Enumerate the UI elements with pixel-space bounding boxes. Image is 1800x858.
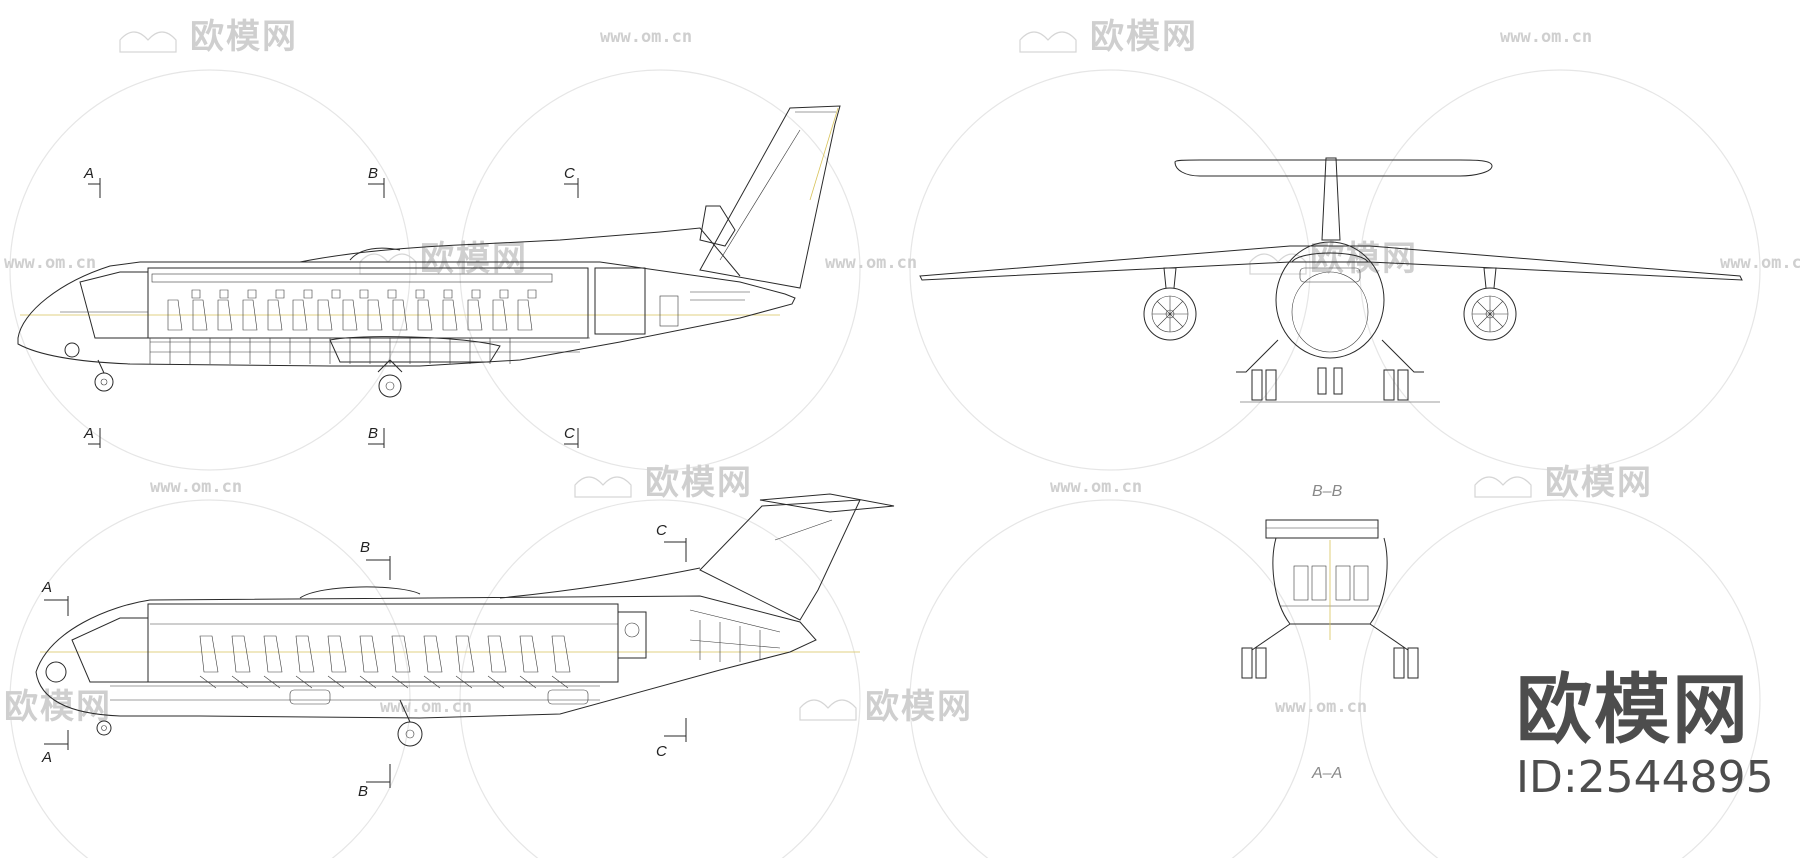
watermark-logo: 欧模网 — [4, 687, 112, 727]
nose-wheel — [96, 720, 112, 736]
watermark-brand: 欧模网 — [1545, 463, 1653, 503]
section-label-a: A — [83, 165, 94, 182]
watermark-brand: 欧模网 — [645, 463, 753, 503]
watermark-logo: 欧模网 — [119, 17, 298, 57]
section-bb-title: B–B — [1312, 483, 1343, 500]
section-marks: A B C A B C — [83, 165, 579, 448]
stamp-model-id: ID:2544895 — [1516, 752, 1774, 803]
main-wheel — [397, 721, 423, 747]
seat-row — [1293, 565, 1369, 601]
watermark-brand: 欧模网 — [420, 239, 528, 279]
nose-wheel — [94, 372, 114, 392]
section-bb-view: B–B A–A — [1241, 483, 1419, 782]
watermark-circles — [9, 69, 1761, 858]
seat-row — [199, 635, 571, 689]
watermark-url: www.om.cn — [4, 253, 96, 273]
watermark-url: www.om.cn — [150, 477, 242, 497]
section-label-c: C — [564, 165, 575, 182]
cargo-floor — [149, 338, 580, 364]
section-label-a: A — [41, 749, 52, 766]
section-aa-title: A–A — [1311, 765, 1342, 782]
stamp-brand: 欧模网 — [1516, 665, 1750, 754]
watermark-brand: 欧模网 — [190, 17, 298, 57]
watermark-brand: 欧模网 — [865, 687, 973, 727]
watermark-logo: 欧模网 — [799, 687, 973, 727]
section-label-b: B — [360, 539, 370, 556]
section-label-b: B — [368, 165, 378, 182]
watermark-logo: 欧模网 — [574, 463, 753, 503]
section-label-a: A — [41, 579, 52, 596]
watermark-brand: 欧模网 — [4, 687, 112, 727]
seat-row — [167, 289, 537, 331]
section-label-c: C — [656, 743, 667, 760]
watermark-logo: 欧模网 — [359, 239, 528, 279]
section-label-c: C — [564, 425, 575, 442]
front-view — [919, 157, 1743, 403]
section-label-b: B — [358, 783, 368, 800]
main-wheel — [378, 374, 402, 398]
watermark-url: www.om.cn — [1275, 697, 1367, 717]
watermark-layer: 欧模网 www.om.cn 欧模网 www.om.cn www.om.cn 欧模… — [4, 17, 1800, 858]
watermark-url: www.om.cn — [825, 253, 917, 273]
side-cutaway-view-lower: A A B B C C — [35, 493, 895, 800]
watermark-url: www.om.cn — [380, 697, 472, 717]
cargo-floor — [110, 685, 600, 705]
watermark-url: www.om.cn — [1500, 27, 1592, 47]
side-cutaway-view: A B C A B C — [17, 105, 841, 448]
watermark-logo: 欧模网 — [1474, 463, 1653, 503]
watermark-url: www.om.cn — [1720, 253, 1800, 273]
left-engine — [1143, 267, 1197, 341]
watermark-brand: 欧模网 — [1090, 17, 1198, 57]
section-label-b: B — [368, 425, 378, 442]
watermark-logo: 欧模网 — [1019, 17, 1198, 57]
section-marks: A A B B C C — [41, 522, 687, 800]
section-label-c: C — [656, 522, 667, 539]
fuselage-section — [1275, 241, 1385, 359]
watermark-url: www.om.cn — [1050, 477, 1142, 497]
watermark-url: www.om.cn — [600, 27, 692, 47]
wing-box — [1265, 519, 1379, 539]
watermark-logo: 欧模网 — [1249, 239, 1416, 279]
right-engine — [1463, 267, 1517, 341]
section-label-a: A — [83, 425, 94, 442]
